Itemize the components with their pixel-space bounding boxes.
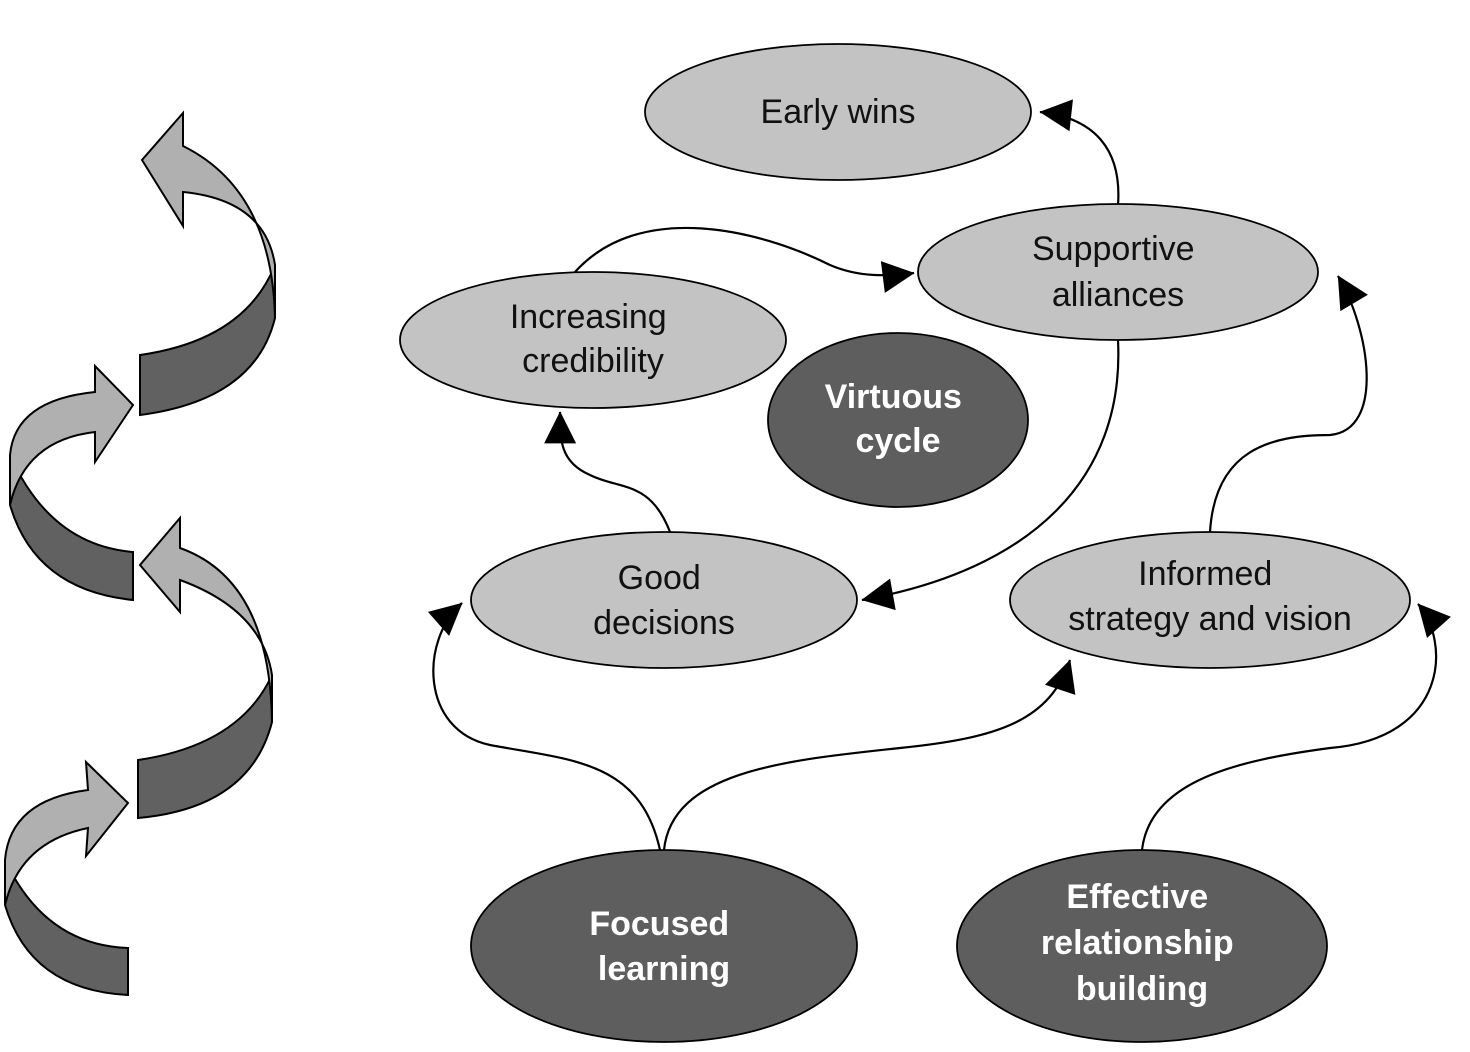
spiral-arrows-decoration [4, 110, 276, 997]
connectors [427, 99, 1451, 851]
node-early-wins: Early wins [644, 43, 1032, 181]
node-effective-relationship-line-1: Effective [1066, 878, 1208, 916]
node-virtuous-cycle-line-1: Virtuous [825, 378, 962, 416]
spiral-dark-band-2 [137, 674, 273, 820]
svg-text:Effective relationship: Effective relationship building [1041, 878, 1243, 1008]
svg-text:Increasing credibility: Increasing credibility [510, 298, 676, 380]
svg-text:Good decisions: Good decisions [593, 559, 735, 642]
node-early-wins-line-1: Early wins [761, 93, 916, 131]
node-supportive-alliances-line-1: Supportive [1032, 230, 1195, 268]
connector-focused-to-informed [662, 659, 1076, 851]
node-good-decisions-line-1: Good [618, 559, 701, 597]
svg-text:Early wins: Early wins [761, 93, 916, 131]
node-good-decisions: Good decisions [470, 531, 858, 669]
node-focused-learning-line-1: Focused [589, 905, 729, 943]
node-effective-relationship-line-3: building [1076, 970, 1208, 1008]
node-virtuous-cycle: Virtuous cycle [767, 332, 1029, 508]
spiral-light-band-2 [138, 515, 273, 723]
node-supportive-alliances: Supportive alliances [917, 203, 1319, 341]
node-increasing-credibility-line-2: credibility [522, 342, 664, 380]
spiral-dark-band-4 [139, 264, 276, 417]
connector-good-decisions-to-credibility [544, 411, 672, 533]
connector-supportive-to-good-decisions [861, 339, 1120, 611]
spiral-light-band-1 [4, 759, 130, 906]
connector-supportive-to-early-wins [1039, 99, 1120, 206]
node-focused-learning-line-2: learning [598, 950, 730, 988]
connector-informed-to-supportive [1208, 275, 1368, 533]
spiral-light-band-4 [140, 110, 276, 319]
node-effective-relationship-line-2: relationship [1041, 924, 1234, 962]
node-good-decisions-line-2: decisions [593, 604, 735, 642]
node-increasing-credibility-line-1: Increasing [510, 298, 667, 336]
svg-text:Informed strategy and vi: Informed strategy and vision [1068, 555, 1352, 638]
connector-credibility-to-supportive [574, 226, 915, 293]
node-informed-strategy-line-2: strategy and vision [1068, 600, 1352, 638]
node-effective-relationship: Effective relationship building [956, 849, 1328, 1043]
svg-text:Supportive alliances: Supportive alliances [1032, 230, 1204, 314]
node-informed-strategy-line-1: Informed [1138, 555, 1272, 593]
connector-focused-to-good-decisions [427, 602, 662, 851]
svg-text:Virtuous cycle: Virtuous cycle [825, 378, 972, 460]
node-increasing-credibility: Increasing credibility [399, 271, 787, 409]
node-focused-learning: Focused learning [470, 849, 858, 1043]
spiral-dark-band-1 [4, 859, 129, 997]
connector-relationship-to-informed [1140, 603, 1451, 851]
node-informed-strategy: Informed strategy and vision [1009, 531, 1411, 669]
svg-text:Focused learning: Focused learning [589, 905, 738, 988]
spiral-dark-band-3 [9, 454, 134, 602]
spiral-light-band-3 [9, 363, 135, 506]
node-virtuous-cycle-line-2: cycle [855, 422, 940, 460]
node-supportive-alliances-line-2: alliances [1052, 276, 1184, 314]
